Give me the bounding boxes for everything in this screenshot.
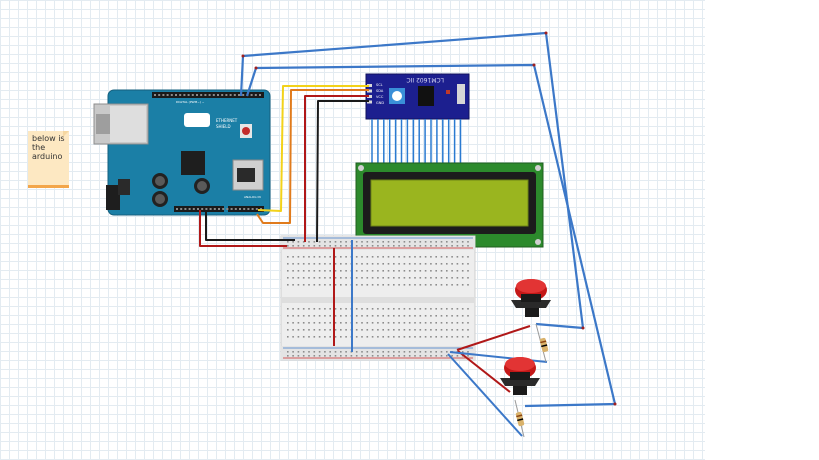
shield-label: SHIELD bbox=[216, 124, 231, 129]
note-text: below is the arduino bbox=[32, 134, 65, 161]
pin-label-sda: SDA bbox=[376, 89, 384, 93]
sticky-note[interactable]: below is the arduino bbox=[28, 131, 69, 188]
wire-red-button1[interactable] bbox=[456, 325, 531, 351]
wire-endpoints bbox=[241, 31, 617, 406]
lcd-screen bbox=[371, 180, 528, 226]
pin-label-scl: SCL bbox=[376, 83, 383, 87]
ethernet-label: ETHERNET bbox=[216, 118, 238, 123]
pin-label-gnd: GND bbox=[376, 101, 384, 105]
i2c-module[interactable]: LCM1602 IIC SCL SDA VCC GND bbox=[365, 73, 470, 120]
wire-black-gnd-arduino[interactable] bbox=[205, 210, 295, 241]
wire-blue-button2-ground[interactable] bbox=[447, 353, 523, 437]
push-button-1[interactable] bbox=[511, 279, 551, 317]
power-jack bbox=[106, 185, 120, 210]
pin-label-vcc: VCC bbox=[376, 95, 384, 99]
i2c-chip bbox=[418, 86, 434, 106]
wire-yellow-scl[interactable] bbox=[257, 85, 369, 212]
i2c-to-lcd-pins bbox=[371, 119, 462, 167]
digital-header bbox=[152, 92, 264, 98]
wire-orange-sda[interactable] bbox=[256, 89, 369, 224]
analog-header bbox=[228, 206, 264, 212]
wire-red-5v[interactable] bbox=[199, 210, 287, 247]
arduino-board[interactable]: ETHERNET SHIELD DIGITAL (PWM~) ~ ANALOG … bbox=[93, 89, 271, 216]
wire-black-gnd[interactable] bbox=[316, 100, 369, 243]
main-chip bbox=[181, 151, 205, 175]
lcd-display[interactable] bbox=[355, 162, 544, 248]
digital-header-label: DIGITAL (PWM~) ~ bbox=[176, 100, 205, 104]
i2c-label: LCM1602 IIC bbox=[406, 76, 444, 83]
breadboard[interactable] bbox=[280, 235, 476, 361]
canvas-margin bbox=[705, 0, 819, 460]
push-button-2[interactable] bbox=[500, 357, 540, 395]
analog-header-label: ANALOG IN bbox=[244, 195, 261, 199]
wire-red-button2[interactable] bbox=[457, 350, 511, 393]
resistor-1[interactable] bbox=[535, 323, 549, 363]
note-fold bbox=[63, 131, 69, 137]
resistor-2[interactable] bbox=[514, 399, 525, 438]
wire-red-vcc[interactable] bbox=[304, 95, 369, 242]
